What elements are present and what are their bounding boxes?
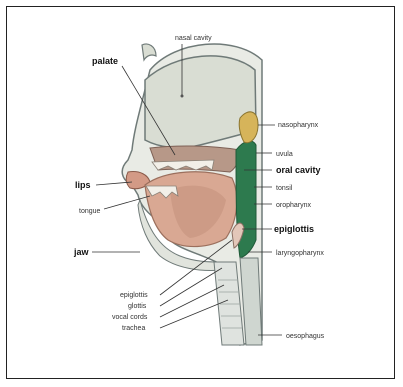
- label-laryngopharynx: laryngopharynx: [276, 250, 324, 257]
- label-uvula: uvula: [276, 151, 293, 158]
- label-oral-cavity: oral cavity: [276, 165, 321, 175]
- label-glottis: glottis: [128, 303, 147, 310]
- nose-stub: [142, 44, 156, 60]
- label-trachea: trachea: [122, 325, 145, 332]
- label-palate: palate: [92, 56, 118, 66]
- label-tonsil: tonsil: [276, 185, 293, 192]
- label-epiglottis-right: epiglottis: [274, 224, 314, 234]
- label-jaw: jaw: [73, 247, 90, 257]
- label-tongue: tongue: [79, 208, 101, 215]
- label-nasal-cavity: nasal cavity: [175, 35, 212, 42]
- label-nasopharynx: nasopharynx: [278, 122, 319, 129]
- label-lips: lips: [75, 180, 91, 190]
- nasal-cavity-shape: [145, 56, 256, 148]
- label-vocal-cords: vocal cords: [112, 314, 148, 321]
- label-oropharynx: oropharynx: [276, 202, 312, 209]
- label-oesophagus: oesophagus: [286, 333, 325, 340]
- label-epiglottis-lower: epiglottis: [120, 292, 148, 299]
